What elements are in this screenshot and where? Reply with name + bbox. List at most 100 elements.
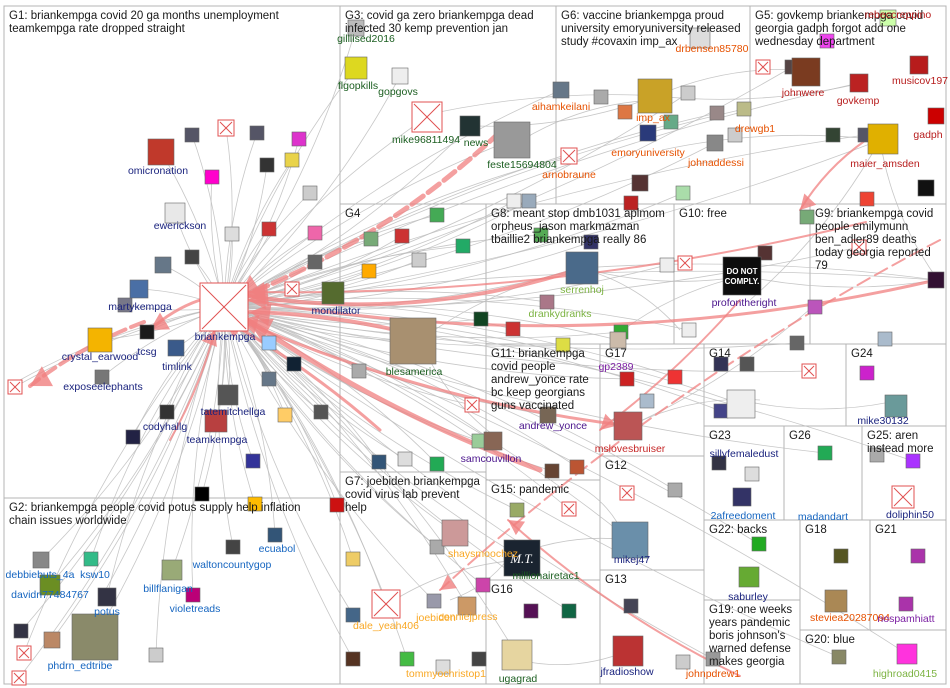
vertex-drewgb1[interactable] xyxy=(736,101,752,117)
vertex-thumbnail[interactable] xyxy=(345,551,361,567)
vertex-thumbnail[interactable] xyxy=(831,649,847,665)
vertex-thumbnail[interactable] xyxy=(509,502,525,518)
vertex-thumbnail[interactable] xyxy=(194,486,210,502)
vertex-thumbnail[interactable] xyxy=(711,455,727,471)
vertex-waltoncountygop[interactable] xyxy=(225,539,241,555)
vertex-thumbnail[interactable] xyxy=(154,256,172,274)
vertex-thumbnail[interactable] xyxy=(819,33,835,49)
vertex-thumbnail[interactable] xyxy=(224,226,240,242)
vertex-sillyfemaledust[interactable] xyxy=(726,389,756,419)
vertex-thumbnail[interactable] xyxy=(506,193,522,209)
vertex-thumbnail[interactable] xyxy=(7,379,23,395)
vertex-davidri77484767[interactable] xyxy=(39,574,61,596)
vertex-thumbnail[interactable] xyxy=(351,363,367,379)
vertex-thumbnail[interactable] xyxy=(639,393,655,409)
vertex-thumbnail[interactable] xyxy=(533,227,549,243)
vertex-dale_yeah406[interactable] xyxy=(371,589,401,619)
vertex-thumbnail[interactable] xyxy=(307,225,323,241)
vertex-thumbnail[interactable] xyxy=(261,221,277,237)
vertex-steviea20287094[interactable] xyxy=(824,589,848,613)
vertex-mondilator[interactable] xyxy=(321,281,345,305)
vertex-ksw10[interactable] xyxy=(83,551,99,567)
vertex-thumbnail[interactable] xyxy=(277,407,293,423)
vertex-mslovesbruiser[interactable] xyxy=(613,411,643,441)
vertex-thumbnail[interactable] xyxy=(677,255,693,271)
vertex-mike96811494[interactable] xyxy=(411,101,443,133)
vertex-thumbnail[interactable] xyxy=(799,209,815,225)
vertex-thumbnail[interactable] xyxy=(11,670,27,686)
vertex-thumbnail[interactable] xyxy=(291,131,307,147)
vertex-musicov197[interactable] xyxy=(909,55,929,75)
vertex-teamkempga[interactable] xyxy=(204,409,228,433)
vertex-thumbnail[interactable] xyxy=(833,548,849,564)
vertex-violetreads[interactable] xyxy=(185,587,201,603)
vertex-thumbnail[interactable] xyxy=(755,59,771,75)
vertex-thumbnail[interactable] xyxy=(245,453,261,469)
vertex-thumbnail[interactable] xyxy=(619,371,635,387)
vertex-samcouvillon[interactable] xyxy=(483,431,503,451)
vertex-flgopkills[interactable] xyxy=(344,56,368,80)
vertex-doliphin50[interactable] xyxy=(891,485,915,509)
vertex-maier_amsden[interactable] xyxy=(867,123,899,155)
vertex-tommyochristop1[interactable] xyxy=(435,659,451,675)
vertex-thumbnail[interactable] xyxy=(807,299,823,315)
vertex-thumbnail[interactable] xyxy=(801,363,817,379)
vertex-thumbnail[interactable] xyxy=(302,185,318,201)
vertex-thumbnail[interactable] xyxy=(869,447,885,463)
vertex-thumbnail[interactable] xyxy=(204,169,220,185)
vertex-thumbnail[interactable] xyxy=(13,623,29,639)
vertex-thumbnail[interactable] xyxy=(345,651,361,667)
vertex-thumbnail[interactable] xyxy=(675,185,691,201)
vertex-ecuabol[interactable] xyxy=(267,527,283,543)
vertex-timlink[interactable] xyxy=(167,339,185,357)
vertex-thumbnail[interactable] xyxy=(307,254,323,270)
vertex-thumbnail[interactable] xyxy=(617,104,633,120)
vertex-thumbnail[interactable] xyxy=(751,536,767,552)
vertex-thumbnail[interactable] xyxy=(917,179,935,197)
vertex-thumbnail[interactable] xyxy=(739,356,755,372)
vertex-thumbnail[interactable] xyxy=(411,252,427,268)
vertex-thumbnail[interactable] xyxy=(583,234,599,250)
vertex-drbensen85780[interactable] xyxy=(689,27,711,49)
vertex-thumbnail[interactable] xyxy=(505,321,521,337)
vertex-thumbnail[interactable] xyxy=(744,466,760,482)
vertex-thumbnail[interactable] xyxy=(184,249,200,265)
vertex-thumbnail[interactable] xyxy=(148,647,164,663)
vertex-imp_ax[interactable] xyxy=(637,78,673,114)
vertex-tatemitchellga[interactable] xyxy=(217,384,239,406)
vertex-conniejpress[interactable] xyxy=(457,596,477,616)
vertex-thumbnail[interactable] xyxy=(523,603,539,619)
vertex-thumbnail[interactable] xyxy=(473,311,489,327)
vertex-saburley[interactable] xyxy=(738,566,760,588)
vertex-thumbnail[interactable] xyxy=(286,356,302,372)
vertex-billflanigan[interactable] xyxy=(161,559,183,581)
vertex-thumbnail[interactable] xyxy=(521,193,537,209)
vertex-thumbnail[interactable] xyxy=(217,119,235,137)
vertex-thumbnail[interactable] xyxy=(399,651,415,667)
vertex-thumbnail[interactable] xyxy=(713,356,729,372)
vertex-thumbnail[interactable] xyxy=(397,451,413,467)
vertex-thumbnail[interactable] xyxy=(667,482,683,498)
vertex-thumbnail[interactable] xyxy=(259,157,275,173)
vertex-highroad0415[interactable] xyxy=(896,643,918,665)
vertex-thumbnail[interactable] xyxy=(659,257,675,273)
vertex-thumbnail[interactable] xyxy=(429,207,445,223)
vertex-thumbnail[interactable] xyxy=(709,105,725,121)
vertex-johnwere[interactable] xyxy=(791,57,821,87)
vertex-govkemp[interactable] xyxy=(849,73,869,93)
vertex-thumbnail[interactable] xyxy=(464,397,480,413)
vertex-codyhallg[interactable] xyxy=(159,404,175,420)
vertex-thumbnail[interactable] xyxy=(475,577,491,593)
vertex-thumbnail[interactable] xyxy=(555,337,571,353)
vertex-thumbnail[interactable] xyxy=(631,174,649,192)
vertex-thumbnail[interactable] xyxy=(261,335,277,351)
vertex-feste15694804[interactable] xyxy=(493,121,531,159)
vertex-thumbnail[interactable] xyxy=(757,245,773,261)
vertex-nospamhiatt[interactable] xyxy=(898,596,914,612)
vertex-thumbnail[interactable] xyxy=(345,607,361,623)
vertex-gopgovs[interactable] xyxy=(391,67,409,85)
vertex-ugagrad[interactable] xyxy=(501,639,533,671)
vertex-thumbnail[interactable] xyxy=(184,127,200,143)
vertex-thumbnail[interactable] xyxy=(329,497,345,513)
vertex-thumbnail[interactable] xyxy=(619,485,635,501)
